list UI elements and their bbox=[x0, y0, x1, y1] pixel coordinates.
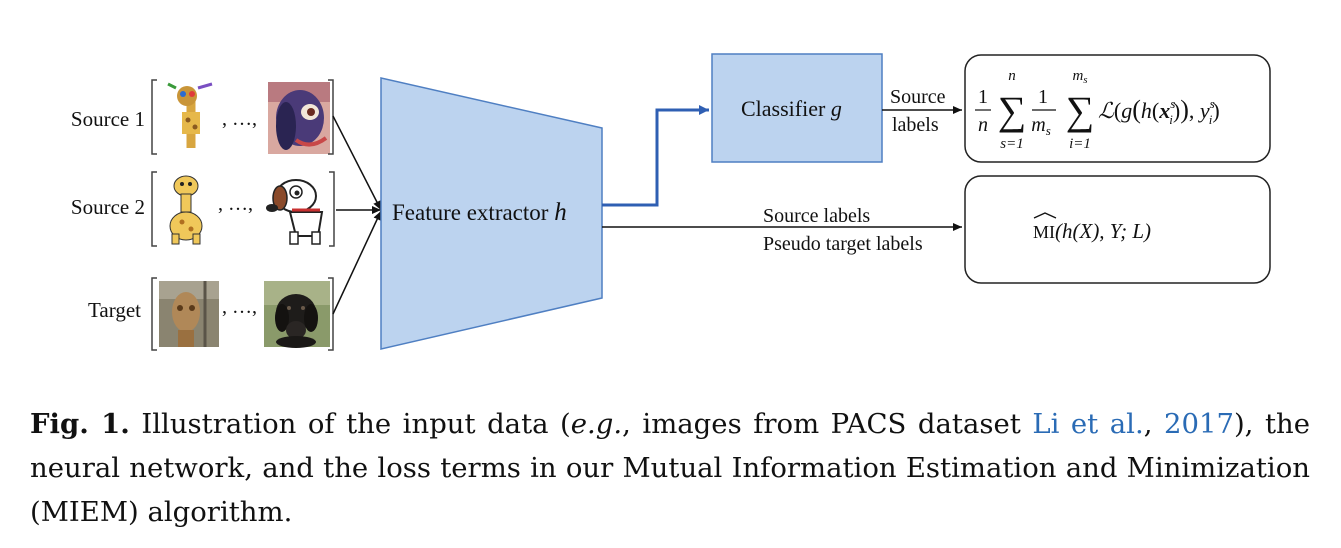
input-label-source-1: Source 1 bbox=[71, 107, 145, 131]
edge-label-source: Source bbox=[890, 86, 946, 108]
edge-label-labels: labels bbox=[892, 114, 939, 136]
edge-label-pseudo-target-labels: Pseudo target labels bbox=[763, 233, 923, 255]
svg-text:ms: ms bbox=[1031, 114, 1051, 138]
arrow-source-1-to-extractor bbox=[332, 115, 382, 211]
figure-caption: Fig. 1. Illustration of the input data (… bbox=[30, 402, 1310, 534]
input-row-target: Target , …, bbox=[88, 277, 334, 351]
svg-text:n: n bbox=[978, 114, 988, 136]
feature-extractor-label: Feature extractor h bbox=[392, 199, 567, 226]
method-diagram: Source 1 , …, Source 2 bbox=[71, 53, 1271, 351]
svg-text:∑: ∑ bbox=[998, 88, 1027, 133]
ellipsis: , …, bbox=[222, 108, 257, 130]
citation-link-author[interactable]: Li et al. bbox=[1032, 408, 1144, 440]
figure-label: Fig. 1. bbox=[30, 408, 130, 440]
bracket-left bbox=[151, 277, 157, 351]
svg-text:MI(h(X), Y; L): MI(h(X), Y; L) bbox=[1033, 219, 1151, 243]
caption-text: , images from PACS dataset bbox=[622, 408, 1033, 440]
ellipsis: , …, bbox=[222, 296, 257, 318]
input-label-source-2: Source 2 bbox=[71, 195, 145, 219]
bracket-left bbox=[151, 79, 157, 155]
feature-extractor-block: Feature extractor h bbox=[380, 77, 603, 350]
input-row-source-1: Source 1 , …, bbox=[71, 79, 334, 155]
input-row-source-2: Source 2 , …, bbox=[71, 171, 335, 247]
citation-link-year[interactable]: 2017 bbox=[1163, 408, 1234, 440]
dog-painting-image bbox=[268, 82, 330, 154]
mi-formula: MI(h(X), Y; L) bbox=[1033, 212, 1151, 243]
arrow-extractor-to-classifier bbox=[602, 105, 709, 207]
dog-photo-image bbox=[264, 281, 330, 348]
arrow-target-to-extractor bbox=[332, 210, 382, 315]
svg-text:i=1: i=1 bbox=[1069, 136, 1091, 152]
svg-text:1: 1 bbox=[978, 86, 988, 108]
svg-text:ℒ(g(h(xsi)), ysi): ℒ(g(h(xsi)), ysi) bbox=[1098, 95, 1220, 127]
svg-text:∑: ∑ bbox=[1066, 88, 1095, 133]
caption-text: , bbox=[1143, 408, 1164, 440]
classifier-block: Classifier g bbox=[711, 53, 883, 163]
edge-label-source-labels: Source labels bbox=[763, 205, 870, 227]
bracket-left bbox=[151, 171, 157, 247]
ellipsis: , …, bbox=[218, 193, 253, 215]
giraffe-sketch-image bbox=[164, 82, 218, 152]
mi-term-box: MI(h(X), Y; L) bbox=[964, 175, 1271, 284]
caption-text: Illustration of the input data ( bbox=[129, 408, 571, 440]
giraffe-cartoon-image bbox=[164, 174, 214, 245]
caption-text: ), the neural network, and the loss term… bbox=[30, 408, 1310, 528]
caption-eg: e.g. bbox=[570, 408, 623, 440]
dog-cartoon-image bbox=[262, 174, 334, 246]
bracket-right bbox=[329, 171, 335, 247]
input-label-target: Target bbox=[88, 298, 141, 322]
svg-text:s=1: s=1 bbox=[1000, 136, 1023, 152]
svg-text:ms: ms bbox=[1072, 68, 1087, 86]
svg-text:1: 1 bbox=[1038, 86, 1048, 108]
classifier-label: Classifier g bbox=[741, 96, 842, 121]
giraffe-photo-image bbox=[159, 281, 219, 347]
svg-text:n: n bbox=[1008, 68, 1016, 84]
